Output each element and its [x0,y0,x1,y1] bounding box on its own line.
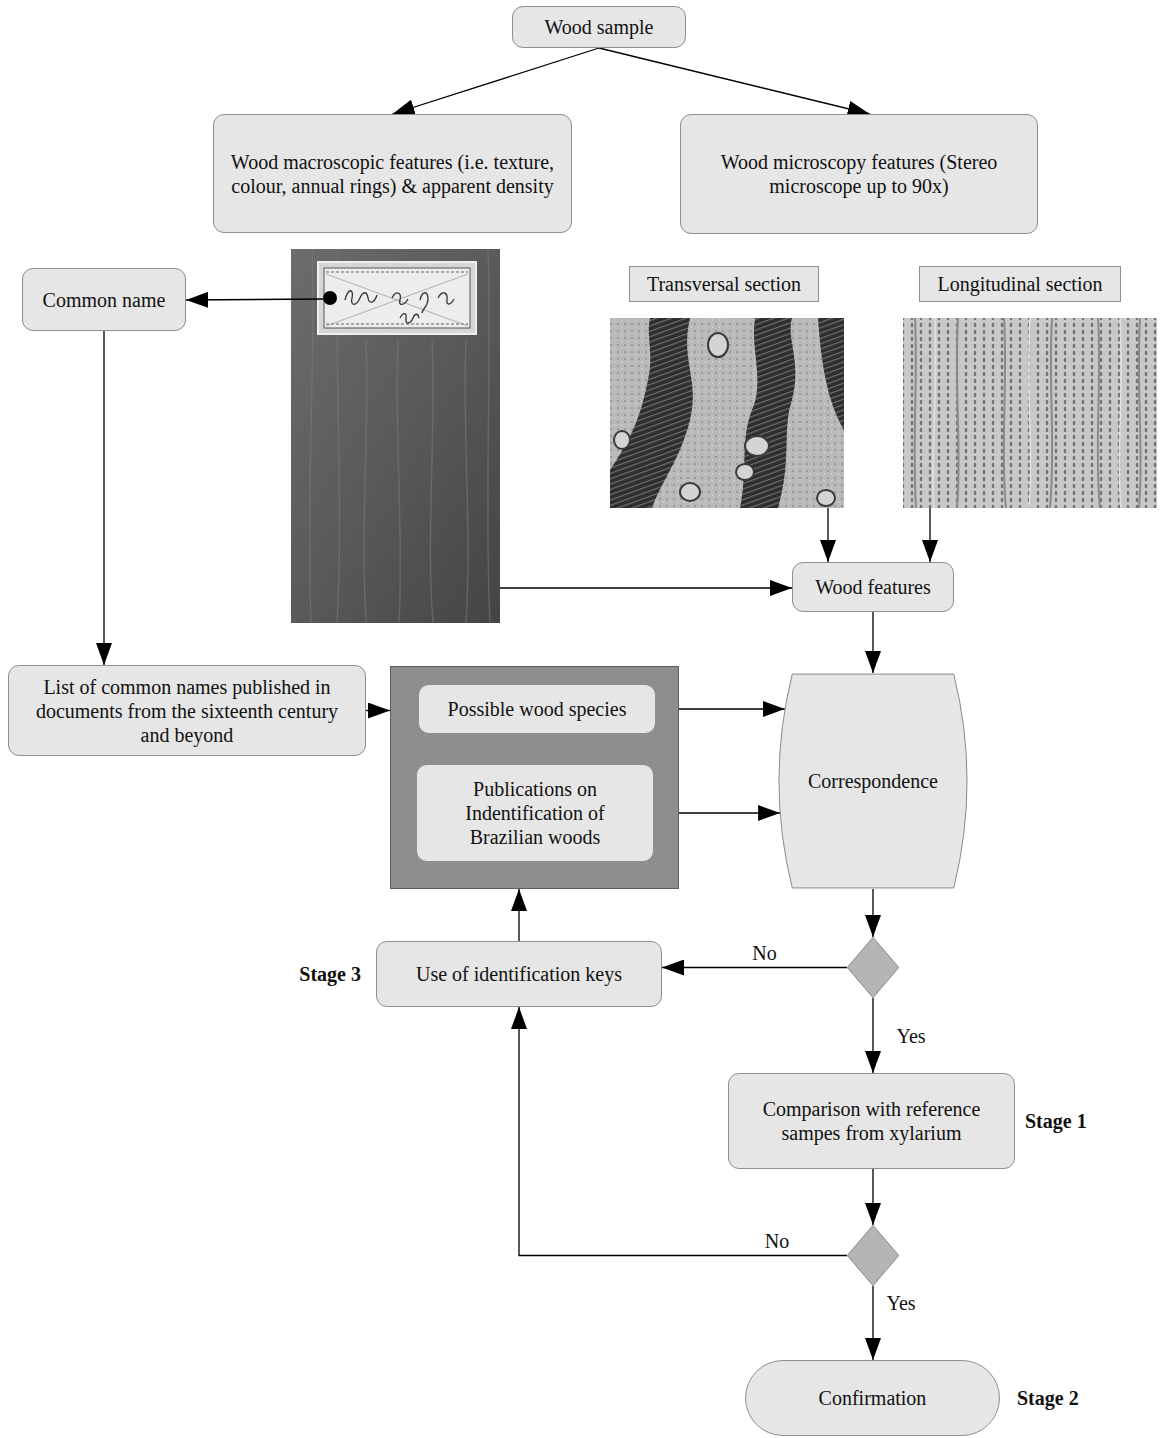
node-text: Publications on Indentification of Brazi… [429,777,641,849]
leader-arrow [186,299,323,300]
process-box: Wood features [792,562,954,612]
node-text: Transversal section [647,272,801,296]
connector-arrow [366,710,390,711]
stage-label: Stage 1 [1025,1109,1087,1133]
board-label-card [318,262,476,334]
node-text: Wood sample [545,15,654,39]
connector-arrow [872,612,873,673]
edge-label: Yes [884,1291,917,1315]
node-text: Use of identification keys [416,962,622,986]
node-text: Wood features [815,575,931,599]
process-box: Common name [22,268,186,331]
diamond-outline [847,1225,898,1285]
transversal-section-photo [610,318,844,508]
leader-arrow [827,508,828,562]
connector-arrow [662,967,847,968]
edge-label: Yes [894,1024,927,1048]
barrel-outline [779,674,967,888]
wood-grain [310,249,490,623]
node-text: List of common names published in docume… [21,675,353,747]
process-box: Possible wood species [418,684,656,734]
pointer-dot [323,291,337,305]
process-box: List of common names published in docume… [8,665,366,756]
stage-label: Stage 2 [1017,1386,1079,1410]
terminal-box: ConfirmationStage 2 [745,1360,1000,1436]
edge-label: No [763,1229,791,1253]
leader-arrow [500,587,792,588]
node-text: Wood microscopy features (Stereo microsc… [693,150,1025,198]
decision-diamond [847,1225,899,1286]
node-text: Confirmation [819,1386,927,1410]
process-box: Stage 3Use of identification keys [376,941,662,1007]
label-tag: Transversal section [629,266,819,302]
connector-arrow [872,1169,873,1225]
longitudinal-section-photo [903,318,1157,508]
stage-label: Stage 3 [299,962,361,986]
process-box: Wood microscopy features (Stereo microsc… [680,114,1038,234]
connector-arrow [518,889,519,941]
label-tag: Longitudinal section [919,266,1121,302]
connector-arrow [872,1286,873,1360]
wood-board [291,249,500,623]
leader-arrow [929,508,930,562]
node-text: Comparison with reference sampes from xy… [741,1097,1002,1145]
process-box: Wood sample [512,6,686,48]
diamond-shape [847,937,899,998]
connector-arrow [872,998,873,1073]
connector-arrow [393,48,600,114]
wood-board-photo [291,249,500,623]
connector-arrow [872,889,873,937]
process-box: Wood macroscopic features (i.e. texture,… [213,114,572,233]
node-text: Longitudinal section [938,272,1103,296]
connector-arrow [103,331,104,665]
decision-diamond [847,937,899,998]
process-box: Comparison with reference sampes from xy… [728,1073,1015,1169]
node-text: Wood macroscopic features (i.e. texture,… [226,150,559,198]
node-text: Correspondence [808,769,938,793]
barrel-box: Correspondence [778,673,968,889]
node-text: Common name [43,288,166,312]
diamond-shape [847,1225,899,1286]
group-panel: Possible wood speciesPublications on Ind… [390,666,679,889]
node-text: Possible wood species [448,697,627,721]
edge-label: No [750,941,778,965]
diamond-outline [847,937,898,997]
connector-arrow [599,48,870,114]
process-box: Publications on Indentification of Brazi… [416,764,654,862]
